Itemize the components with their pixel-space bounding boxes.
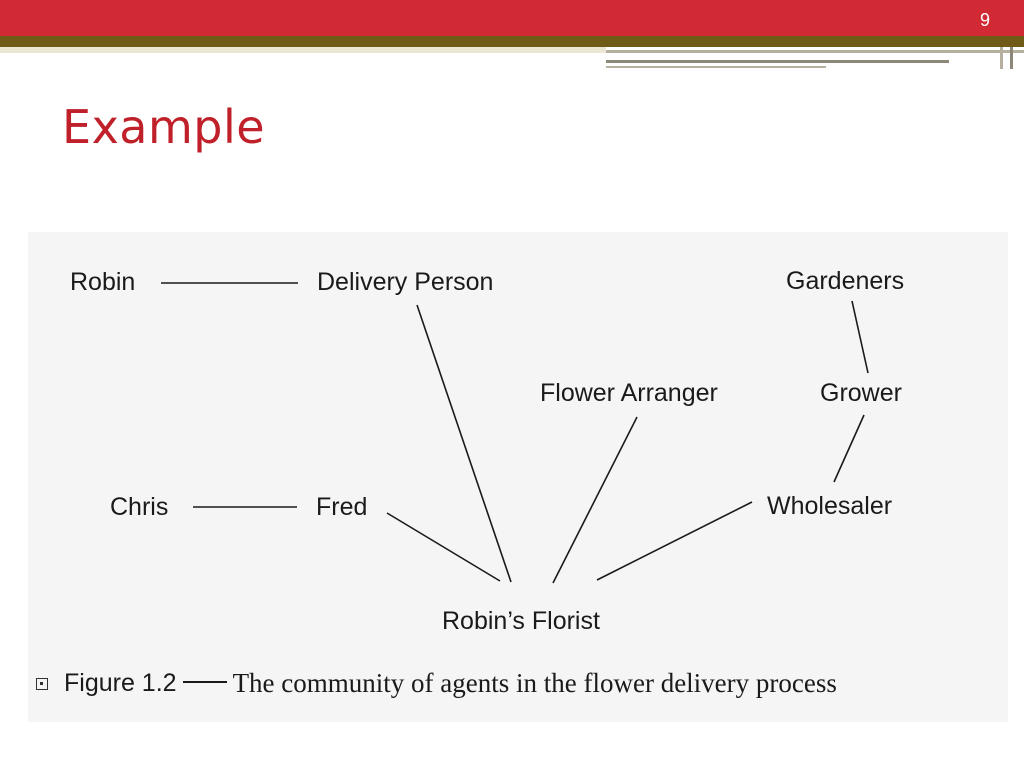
node-robin: Robin [70,268,135,296]
node-grower: Grower [820,379,902,407]
node-fred: Fred [316,493,367,521]
header-rule-2 [606,60,949,63]
edge-wholesaler-florist [596,501,753,581]
node-wholesaler: Wholesaler [767,492,892,520]
edges-layer [161,282,869,584]
header-vertical-rule-2 [1010,47,1013,69]
figure-caption: Figure 1.2 The community of agents in th… [36,668,837,699]
edge-gardeners-grower [851,300,869,374]
header-rule-3 [606,66,826,68]
node-delivery: Delivery Person [317,268,493,296]
node-chris: Chris [110,493,168,521]
header-band [0,0,1024,36]
edge-delivery-florist [416,304,512,583]
slide-number: 9 [979,10,990,30]
caption-figure-number: Figure 1.2 [64,669,177,697]
header-vertical-rule-1 [1000,47,1003,69]
figure-background [28,232,1008,722]
node-arranger: Flower Arranger [540,379,718,407]
slide-title: Example [62,100,266,154]
header-rule-1 [606,50,1024,53]
caption-text: The community of agents in the flower de… [232,668,837,698]
caption-dash [182,680,227,683]
edge-grower-wholesaler [833,414,865,483]
node-florist: Robin’s Florist [442,607,600,635]
edge-fred-florist [386,512,501,582]
header-rule [0,47,606,53]
bullet-box-icon [36,677,48,690]
node-gardeners: Gardeners [786,267,904,295]
header-accent-band [0,36,1024,47]
edge-arranger-florist [552,416,638,584]
